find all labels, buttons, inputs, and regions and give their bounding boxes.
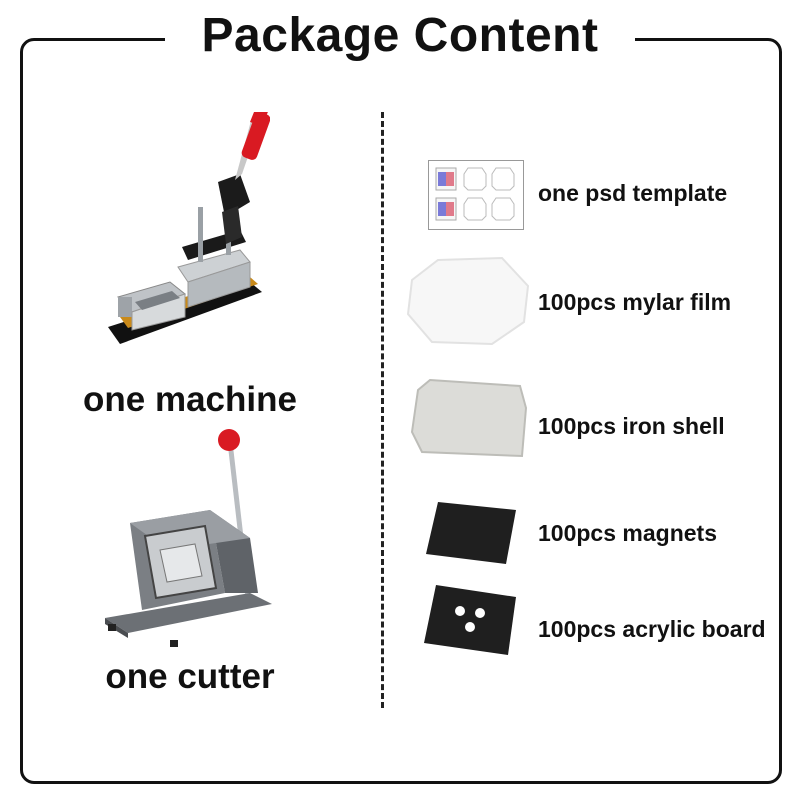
- psd-template-icon: [428, 160, 524, 230]
- item-label: 100pcs magnets: [538, 520, 717, 546]
- column-divider: [381, 112, 384, 708]
- page-title: Package Content: [165, 0, 635, 72]
- item-label: one psd template: [538, 180, 728, 206]
- mylar-film-icon: [406, 256, 530, 346]
- badge-press-machine-image: [108, 112, 270, 344]
- acrylic-board-icon: [424, 585, 516, 655]
- cutter-label: one cutter: [105, 657, 275, 696]
- machine-label: one machine: [83, 380, 297, 419]
- badge-cutter-image: [105, 429, 272, 647]
- item-label: 100pcs iron shell: [538, 413, 725, 439]
- magnet-sheet-icon: [426, 502, 516, 564]
- item-label: 100pcs acrylic board: [538, 616, 766, 642]
- iron-shell-icon: [410, 378, 528, 458]
- item-label: 100pcs mylar film: [538, 289, 732, 315]
